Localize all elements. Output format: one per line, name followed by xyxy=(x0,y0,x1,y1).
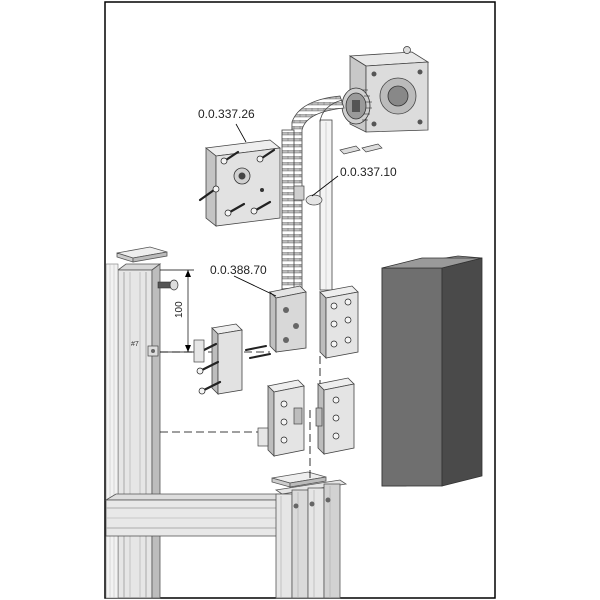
carriage-bracket xyxy=(269,285,307,353)
carriage-screws xyxy=(245,345,271,359)
right-clamp-upper xyxy=(319,285,359,359)
left-end-cap xyxy=(116,246,168,263)
bottom-profile xyxy=(104,493,302,537)
lower-clamp-right xyxy=(315,377,355,455)
left-profile xyxy=(105,263,162,599)
dark-block xyxy=(381,255,483,487)
gearbox-clips xyxy=(339,143,383,155)
part-label-motor-plate: 0.0.337.26 xyxy=(198,107,255,121)
part-label-belt-clamp: 0.0.337.10 xyxy=(340,165,397,179)
belt-clamp xyxy=(293,185,323,206)
bottom-end-cap xyxy=(271,471,327,488)
bottom-right-profiles xyxy=(274,479,348,599)
profile-clip: #7 xyxy=(131,341,159,357)
drive-pulley xyxy=(341,87,372,125)
gearbox xyxy=(348,46,430,133)
left-clamp-block xyxy=(193,323,243,395)
part-label-carriage: 0.0.388.70 xyxy=(210,263,267,277)
lower-clamp-left xyxy=(257,379,305,457)
profile-bolt xyxy=(157,279,179,291)
leader-lines xyxy=(233,123,339,297)
small-mark-label: #7 xyxy=(131,341,139,348)
dimension-label: 100 xyxy=(174,301,185,318)
motor-mount-plate xyxy=(198,139,281,227)
